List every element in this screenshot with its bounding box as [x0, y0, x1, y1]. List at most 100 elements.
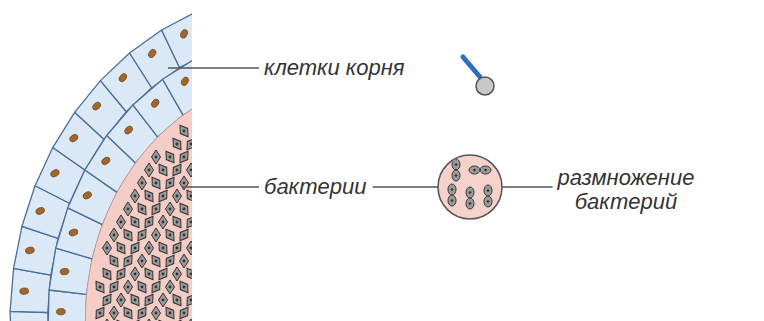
bacterium: [127, 240, 142, 257]
root-cell: [163, 59, 192, 115]
bacterium-core: [162, 299, 165, 302]
cell-nucleus: [19, 288, 29, 295]
dividing-pair: [448, 184, 456, 206]
bacterium-core: [155, 312, 158, 315]
bacterium: [176, 227, 191, 244]
bacterium-core: [451, 199, 454, 202]
cell-nucleus: [25, 246, 35, 254]
bacterium: [152, 306, 161, 320]
bacterium: [176, 279, 191, 296]
bacterium-core: [127, 234, 130, 237]
dividing-pair: [466, 187, 474, 209]
bacterium-core: [190, 169, 192, 172]
bacterium: [155, 266, 170, 283]
bacterium-core: [155, 234, 158, 237]
bacterium-core: [120, 273, 123, 276]
bacterium: [106, 253, 121, 270]
cell-nucleus: [147, 48, 157, 59]
cell-nucleus: [49, 168, 60, 178]
bacterium: [145, 163, 154, 177]
bacterium-core: [183, 312, 186, 315]
bacterium-core: [127, 286, 130, 289]
bacterium-core: [113, 286, 116, 289]
bacterium-core: [148, 221, 151, 224]
bacterium: [155, 318, 170, 321]
bacterium: [131, 267, 140, 281]
bacterium: [173, 189, 182, 203]
cell-nucleus: [56, 308, 65, 315]
bacterium-core: [190, 143, 192, 146]
bacterium: [141, 266, 156, 283]
bacterium: [106, 279, 121, 296]
bacterium: [452, 159, 460, 170]
bacterium-core: [176, 273, 179, 276]
bacterium-core: [148, 169, 151, 172]
bacterium: [92, 305, 107, 321]
bacterium-core: [141, 286, 144, 289]
bacterium: [99, 292, 114, 309]
bacterium-core: [106, 273, 109, 276]
bacterium-core: [484, 169, 487, 172]
cell-nucleus: [68, 228, 79, 237]
cell-nucleus: [60, 268, 70, 276]
cell-nucleus: [180, 76, 190, 87]
bacterium: [117, 215, 126, 229]
bacterium: [190, 253, 192, 270]
magnified-circle: [438, 155, 502, 219]
bacterium-core: [134, 247, 137, 250]
bacterium: [152, 228, 161, 242]
bacterium: [113, 318, 128, 321]
bacterium: [159, 293, 168, 307]
bacterium-core: [176, 143, 179, 146]
bacterium: [183, 136, 192, 153]
bacterium-core: [162, 221, 165, 224]
bacterium: [148, 201, 163, 218]
bacterium: [145, 241, 154, 255]
bacterium: [127, 292, 142, 309]
bacterium-core: [134, 195, 137, 198]
bacterium-core: [455, 163, 458, 166]
bacterium: [110, 306, 119, 320]
bacterium-core: [134, 273, 137, 276]
bacterium-core: [190, 247, 192, 250]
magnifier-icon: [463, 57, 494, 95]
cell-nucleus: [123, 125, 134, 136]
dividing-bacteria: [448, 159, 492, 209]
bacterium-core: [487, 200, 490, 203]
bacterium-core: [162, 169, 165, 172]
bacterium-core: [169, 182, 172, 185]
cell-nucleus: [35, 206, 46, 215]
bacterium: [169, 292, 184, 309]
bacterium: [124, 280, 133, 294]
bacterium-core: [120, 221, 123, 224]
bacterium: [169, 318, 184, 321]
bacterium: [183, 188, 192, 205]
bacterium: [176, 201, 191, 218]
bacterium-core: [190, 299, 192, 302]
infected-zone: [85, 76, 192, 321]
bacterium-core: [155, 182, 158, 185]
bacterium: [448, 184, 456, 195]
bacterium: [145, 319, 154, 321]
bacterium-core: [183, 156, 186, 159]
bacterium-core: [127, 260, 130, 263]
cell-nucleus: [82, 190, 93, 200]
bacterium: [113, 266, 128, 283]
root-section: [10, 0, 192, 321]
part-label: размножение бактерий: [546, 166, 706, 214]
bacterium: [127, 214, 142, 231]
bacterium: [155, 240, 170, 257]
bacterium: [103, 319, 112, 321]
bacterium-core: [183, 260, 186, 263]
bacterium: [141, 292, 156, 309]
bacterium: [190, 201, 192, 218]
bacterium-core: [176, 221, 179, 224]
bacterium: [138, 176, 147, 190]
bacterium: [190, 175, 192, 192]
bacterium-core: [127, 312, 130, 315]
bacterium: [134, 201, 149, 218]
bacterium-core: [473, 169, 476, 172]
bacterium: [141, 188, 156, 205]
bacterium: [155, 162, 170, 179]
